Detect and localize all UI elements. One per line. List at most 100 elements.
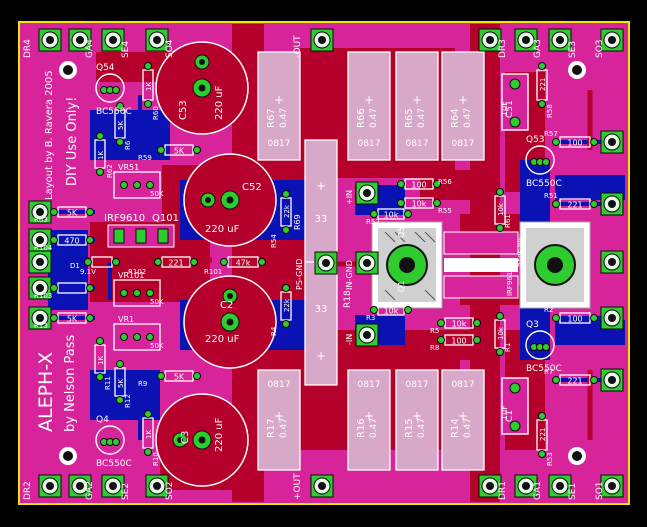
connector-in-gnd-pad[interactable] [355, 251, 379, 275]
left-pad-2[interactable] [28, 250, 52, 274]
resistor-r60-ref: R60 [152, 106, 160, 120]
resistor-code: 0817 [358, 139, 381, 149]
transistor-q3-ref: Q3 [526, 320, 539, 330]
connector-dr1-pad[interactable] [478, 474, 502, 498]
q101-part: IRF9610 [104, 213, 145, 224]
resistor-r57-value: 100 [567, 139, 582, 148]
connector-ga3-pad[interactable] [514, 28, 538, 52]
resistor-r9-ref: R9 [138, 380, 147, 388]
cap-c51-value: 1uF [500, 101, 509, 116]
resistor-value: 0.47 [417, 108, 427, 128]
left-pad-3[interactable] [28, 276, 52, 300]
r68-ref: R69 [293, 214, 302, 230]
connector-plus-out-label: +OUT [293, 473, 303, 500]
transistor-q53-ref: Q53 [526, 135, 545, 145]
connector-ga4-pad[interactable] [68, 28, 92, 52]
q1-part: IRF9610 [506, 267, 514, 296]
connector-so4-pad[interactable] [145, 28, 169, 52]
right-pad-0[interactable] [600, 130, 624, 154]
connector-se1-label: SE1 [568, 483, 578, 500]
connector-so2-pad[interactable] [145, 474, 169, 498]
connector-dr3-pad[interactable] [478, 28, 502, 52]
left-pad-0[interactable] [28, 200, 52, 224]
resistor-r1-value: 10k [497, 326, 505, 340]
cap-c1-ref: C1 [505, 410, 515, 422]
c53-ref: C53 [178, 100, 189, 120]
resistor-ref: R66 [356, 108, 367, 128]
connector-dr3-label: DR3 [498, 39, 508, 58]
connector-so1-label: SO1 [595, 481, 605, 500]
connector-so3-pad[interactable] [600, 28, 624, 52]
resistor-r53-ref: R53 [546, 452, 554, 466]
transistor-q53-part: BC550C [526, 179, 562, 189]
resistor-ref: R14 [450, 418, 461, 438]
connector-se4-pad[interactable] [101, 28, 125, 52]
connector-so1-pad[interactable] [600, 474, 624, 498]
connector-ps-gnd-pad[interactable] [314, 251, 338, 275]
connector-dr2-label: DR2 [23, 481, 33, 500]
connector-se3-pad[interactable] [548, 28, 572, 52]
resistor-r4-ref: R4 [270, 326, 278, 336]
resistor-r58-ref: R58 [546, 104, 554, 118]
resistor-r7-value: 221 [567, 377, 582, 386]
resistor-r59-ref: R59 [138, 154, 152, 162]
connector-dr4-pad[interactable] [38, 28, 62, 52]
cap-c53 [155, 41, 249, 135]
c3-value: 220 uF [214, 417, 225, 452]
resistor-r53-value: 221 [539, 428, 547, 441]
connector-dr2-pad[interactable] [38, 474, 62, 498]
resistor-r54-value: 22k [283, 204, 291, 218]
connector-minus-in-pad[interactable] [355, 323, 379, 347]
connector-ga2-pad[interactable] [68, 474, 92, 498]
resistor-ref: R17 [266, 418, 277, 438]
connector-se1-pad[interactable] [548, 474, 572, 498]
connector-minus-out-pad[interactable] [310, 28, 334, 52]
mosfet-q1-heatsink [519, 221, 591, 309]
right-pad-1[interactable] [600, 192, 624, 216]
connector-so3-label: SO3 [595, 39, 605, 58]
right-pad-2[interactable] [600, 250, 624, 274]
c52-value: 220 uF [205, 224, 240, 235]
mosfet-q101: IRF9610 Q101 [104, 213, 179, 248]
connector-se2-pad[interactable] [101, 474, 125, 498]
resistor-value: 0.47 [417, 418, 427, 438]
trimmer-vr51-ref: VR51 [118, 163, 139, 172]
board-edge [18, 21, 630, 505]
resistor-code: 0817 [406, 380, 429, 390]
resistor-value: 0.47 [279, 418, 289, 438]
trimmer-vr51: VR51 50K [113, 163, 164, 199]
plus-mark: + [412, 93, 422, 107]
resistor-value: 0.47 [369, 418, 379, 438]
connector-plus-in-pad[interactable] [355, 181, 379, 205]
resistor-code: 0817 [268, 380, 291, 390]
resistor-ref: R65 [404, 108, 415, 128]
resistor-r102-ref: R102 [128, 268, 146, 276]
trimmer-vr51-value: 50K [150, 190, 164, 198]
resistor-r101-value: 47k [236, 259, 251, 268]
c2-ref: C2 [220, 300, 233, 311]
r18-value: 33 [315, 304, 328, 315]
connector-plus-out-pad[interactable] [310, 474, 334, 498]
left-pad-4[interactable] [28, 306, 52, 330]
connector-dr1-label: DR1 [498, 481, 508, 500]
right-pad-3[interactable] [600, 306, 624, 330]
connector-ga1-pad[interactable] [514, 474, 538, 498]
c53-value: 220 uF [214, 85, 225, 120]
right-pad-4[interactable] [600, 368, 624, 392]
left-pad-1[interactable] [28, 228, 52, 252]
